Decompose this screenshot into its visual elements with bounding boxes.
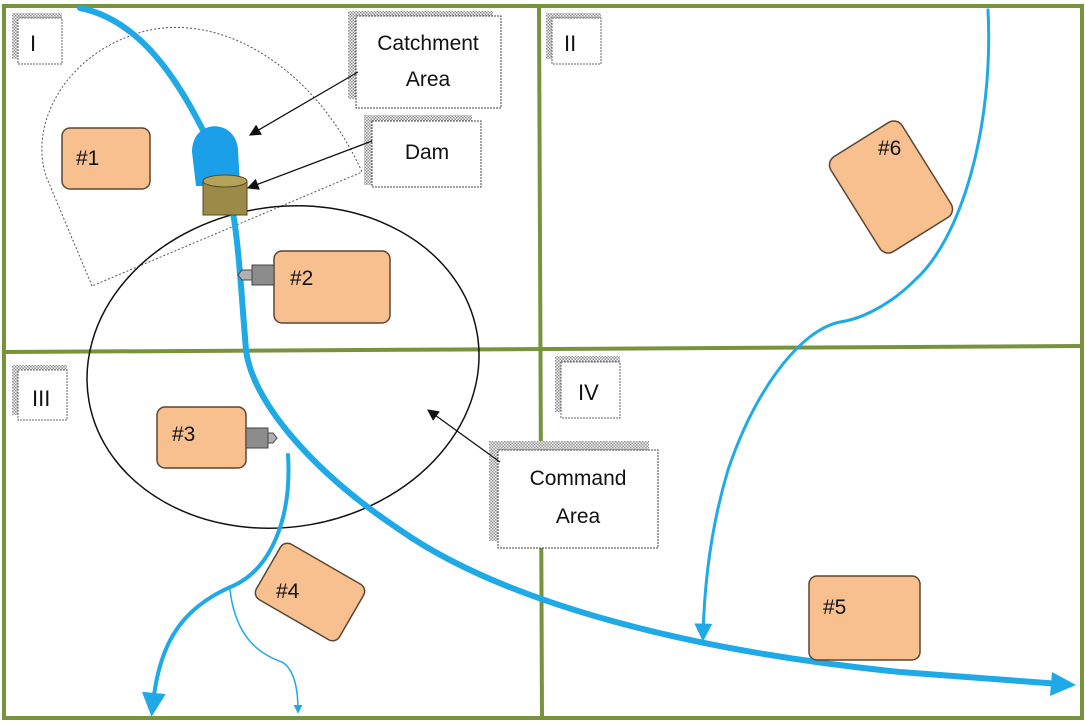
dam-icon <box>202 174 248 216</box>
plot-2-label: #2 <box>290 267 313 290</box>
quadrant-tag-i: I <box>12 13 63 65</box>
tributary-stream <box>694 8 991 642</box>
plot-4 <box>254 542 366 642</box>
river-end-arrow <box>1050 672 1076 696</box>
catchment-callout-line2: Area <box>406 68 451 91</box>
branch-channel-main <box>141 453 291 717</box>
quadrant-tag-iv: IV <box>555 356 621 419</box>
quadrant-label-iii: III <box>32 386 50 411</box>
command-area-boundary <box>86 205 480 529</box>
command-pointer-arrow <box>427 409 501 463</box>
vertical-divider <box>537 5 544 719</box>
quadrant-label-iv: IV <box>578 380 599 405</box>
plot-6 <box>828 120 954 254</box>
pipe-outlet-icon <box>237 264 275 286</box>
plot-6-label: #6 <box>878 137 901 160</box>
catchment-area-callout: Catchment Area <box>348 11 502 109</box>
pipe-outlet-icon <box>245 427 278 449</box>
branch-channel-minor <box>229 589 303 714</box>
plot-2 <box>273 250 391 324</box>
quadrant-tag-ii: II <box>546 13 602 65</box>
plot-1 <box>61 127 151 190</box>
quadrant-tag-iii: III <box>12 365 68 421</box>
quadrant-label-i: I <box>30 31 36 56</box>
catchment-callout-line1: Catchment <box>377 32 479 55</box>
plot-3 <box>156 406 247 469</box>
catchment-area-boundary <box>41 26 363 287</box>
plots <box>61 120 954 661</box>
command-callout-line1: Command <box>530 467 627 490</box>
horizontal-divider <box>3 344 1083 354</box>
plot-1-label: #1 <box>76 147 99 170</box>
field-outer-border <box>2 4 1084 720</box>
catchment-pointer-arrow <box>248 71 359 136</box>
command-area-callout: Command Area <box>489 441 659 549</box>
dam-callout-line1: Dam <box>405 141 449 164</box>
dam-callout: Dam <box>364 115 482 188</box>
plot-4-label: #4 <box>276 580 300 603</box>
quadrant-label-ii: II <box>564 31 576 56</box>
command-callout-line2: Area <box>556 505 601 528</box>
plot-5 <box>808 575 921 661</box>
pointer-arrows <box>246 71 501 463</box>
reservoir-icon <box>192 126 240 186</box>
plot-3-label: #3 <box>172 423 195 446</box>
plot-5-label: #5 <box>823 596 846 619</box>
dam-pointer-arrow <box>246 140 373 190</box>
